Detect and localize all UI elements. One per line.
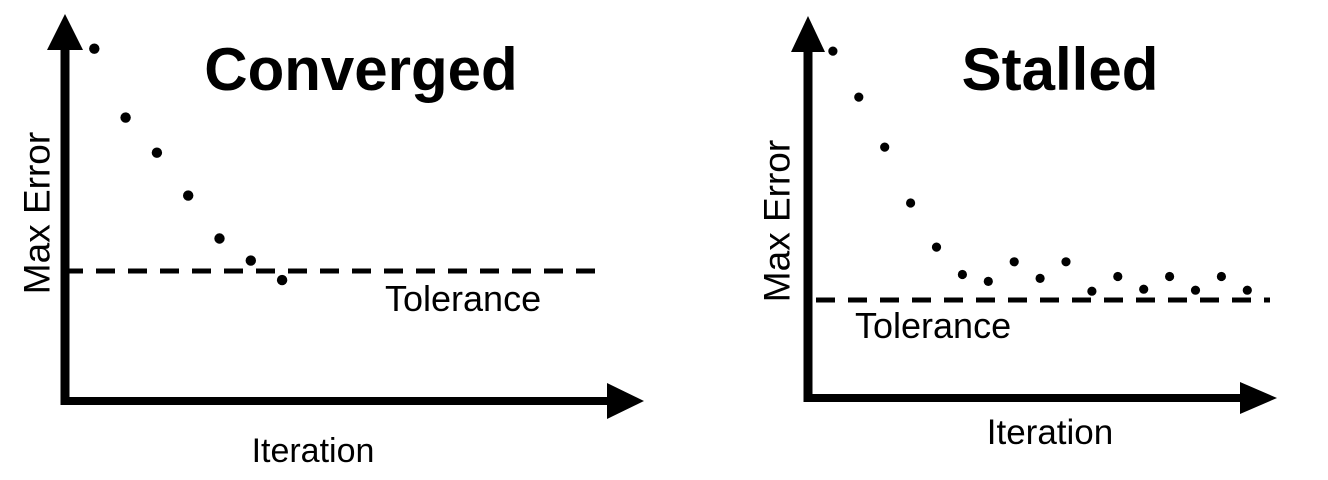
data-point [1087, 286, 1097, 296]
data-point [880, 142, 890, 152]
y-axis-label: Max Error [17, 132, 58, 294]
data-point [1113, 271, 1123, 282]
data-point [906, 198, 916, 208]
tolerance-label: Tolerance [855, 305, 1011, 346]
x-axis-label: Iteration [252, 432, 375, 470]
data-point [151, 147, 163, 158]
data-point [1242, 285, 1252, 295]
data-point [183, 190, 194, 201]
y-axis-arrowhead-icon [47, 14, 83, 50]
data-point [276, 274, 288, 286]
data-point [957, 269, 967, 280]
data-points [828, 46, 1252, 296]
data-point [89, 43, 100, 54]
x-axis-label: Iteration [987, 413, 1113, 452]
data-point [1139, 284, 1149, 294]
data-point [120, 112, 131, 123]
data-point [931, 242, 942, 252]
y-axis [791, 16, 825, 402]
y-axis [47, 14, 83, 405]
data-point [854, 92, 864, 102]
data-point [983, 276, 993, 286]
x-axis [61, 383, 644, 419]
data-point [214, 233, 225, 244]
x-axis-arrowhead-icon [1240, 382, 1277, 414]
data-point [1009, 257, 1019, 267]
chart-title: Converged [204, 36, 517, 103]
x-axis-arrowhead-icon [607, 383, 644, 419]
chart-title: Stalled [962, 36, 1159, 103]
data-point [1190, 285, 1201, 295]
data-point [245, 255, 256, 266]
data-point [1165, 271, 1175, 282]
data-point [1035, 273, 1045, 283]
x-axis [804, 382, 1277, 414]
data-points [89, 43, 288, 286]
data-point [828, 46, 838, 56]
data-point [1061, 257, 1071, 267]
y-axis-label: Max Error [757, 140, 798, 302]
y-axis-arrowhead-icon [791, 16, 825, 52]
data-point [1216, 271, 1226, 282]
tolerance-label: Tolerance [385, 278, 541, 319]
